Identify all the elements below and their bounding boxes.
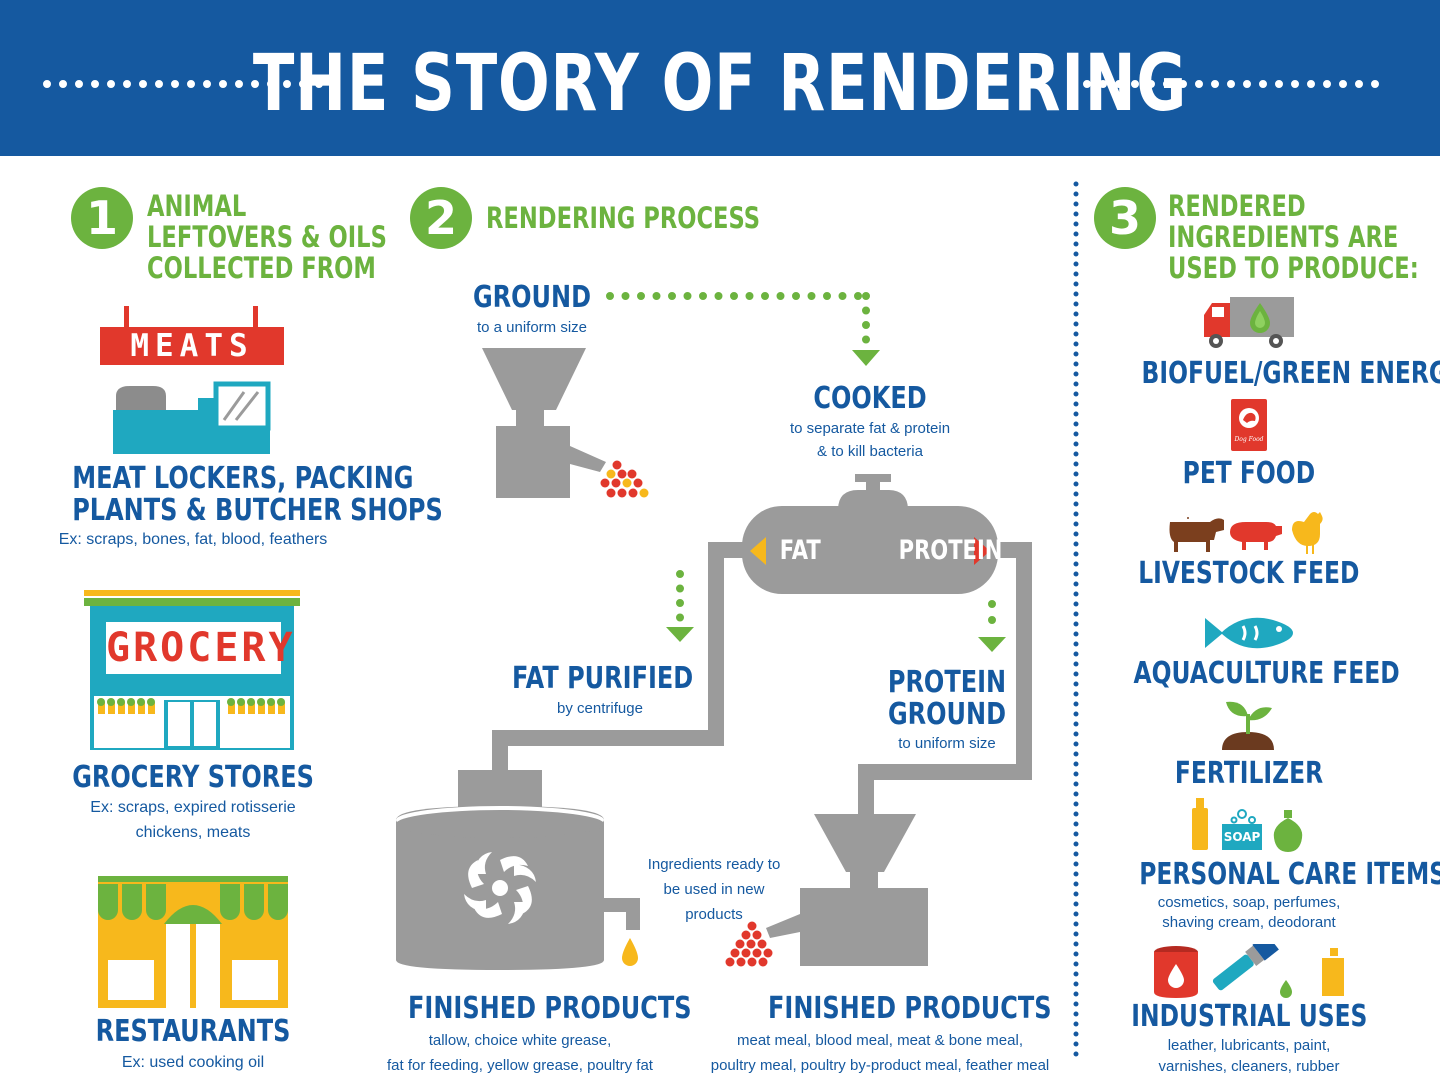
cooked-sub: to separate fat & protein & to kill bact… xyxy=(789,420,951,460)
protein-ground-label: PROTEIN GROUND xyxy=(887,665,1007,732)
industrial-icon xyxy=(1154,944,1344,998)
truck-icon xyxy=(1204,297,1294,348)
use-personal-care-label: PERSONAL CARE ITEMS xyxy=(1139,857,1440,892)
step-2-badge: 2 xyxy=(410,187,472,249)
use-livestock-label: LIVESTOCK FEED xyxy=(1138,556,1360,591)
tank-fat-label: FAT xyxy=(779,535,821,566)
grocery-stores-sub: Ex: scraps, expired rotisserie chickens,… xyxy=(90,799,296,841)
butcher-shop-icon xyxy=(113,306,271,454)
ground-sub: to a uniform size xyxy=(476,319,588,336)
use-pet-food-label: PET FOOD xyxy=(1182,456,1316,491)
meat-lockers-label: MEAT LOCKERS, PACKING PLANTS & BUTCHER S… xyxy=(72,461,443,528)
grocery-sign: GROCERY xyxy=(106,622,293,674)
restaurants-sub: Ex: used cooking oil xyxy=(121,1054,265,1071)
restaurants-label: RESTAURANTS xyxy=(95,1014,291,1049)
personal-care-icon xyxy=(1192,798,1303,852)
restaurant-icon xyxy=(98,876,288,1008)
meat-lockers-sub: Ex: scraps, bones, fat, blood, feathers xyxy=(58,531,328,548)
tank-protein-label: PROTEIN xyxy=(898,535,1003,566)
finished-protein-sub: meat meal, blood meal, meat & bone meal,… xyxy=(710,1032,1050,1074)
use-biofuel-label: BIOFUEL/GREEN ENERGY xyxy=(1141,356,1440,391)
rendering-process-diagram xyxy=(396,292,1032,970)
fat-purified-sub: by centrifuge xyxy=(557,700,643,717)
header-dots-left xyxy=(43,80,351,88)
use-aquaculture-label: AQUACULTURE FEED xyxy=(1133,656,1400,691)
step-1-badge: 1 xyxy=(71,187,133,249)
ready-note: Ingredients ready to be used in new prod… xyxy=(647,856,781,923)
page-title: THE STORY OF RENDERING xyxy=(252,39,1188,129)
use-personal-care-sub: cosmetics, soap, perfumes, shaving cream… xyxy=(1157,894,1341,931)
ground-label: GROUND xyxy=(472,280,592,315)
finished-fat-label: FINISHED PRODUCTS xyxy=(408,991,692,1026)
dog-food-text: Dog Food xyxy=(1234,436,1264,443)
grocery-stores-label: GROCERY STORES xyxy=(72,760,314,795)
livestock-icon xyxy=(1169,512,1323,554)
fat-purified-label: FAT PURIFIED xyxy=(512,661,694,696)
header-dots-right xyxy=(1083,80,1391,88)
use-industrial-sub: leather, lubricants, paint, varnishes, c… xyxy=(1158,1037,1340,1075)
section3-heading: RENDERED INGREDIENTS ARE USED TO PRODUCE… xyxy=(1168,189,1419,285)
step-3-badge: 3 xyxy=(1094,187,1156,249)
use-fertilizer-label: FERTILIZER xyxy=(1174,756,1324,791)
use-industrial-label: INDUSTRIAL USES xyxy=(1130,999,1368,1034)
section-divider xyxy=(1073,181,1079,1063)
cooked-label: COOKED xyxy=(813,381,927,416)
meats-sign: MEATS xyxy=(100,327,284,365)
soap-text: SOAP xyxy=(1223,830,1261,844)
sprout-icon xyxy=(1222,701,1274,750)
fish-icon xyxy=(1205,617,1293,649)
dog-food-bag-icon xyxy=(1231,399,1267,451)
section2-heading: RENDERING PROCESS xyxy=(486,201,761,235)
section1-heading: ANIMAL LEFTOVERS & OILS COLLECTED FROM xyxy=(147,189,387,285)
header-banner xyxy=(0,0,1440,156)
protein-ground-sub: to uniform size xyxy=(898,735,996,752)
finished-protein-label: FINISHED PRODUCTS xyxy=(768,991,1052,1026)
finished-fat-sub: tallow, choice white grease, fat for fee… xyxy=(387,1032,653,1074)
